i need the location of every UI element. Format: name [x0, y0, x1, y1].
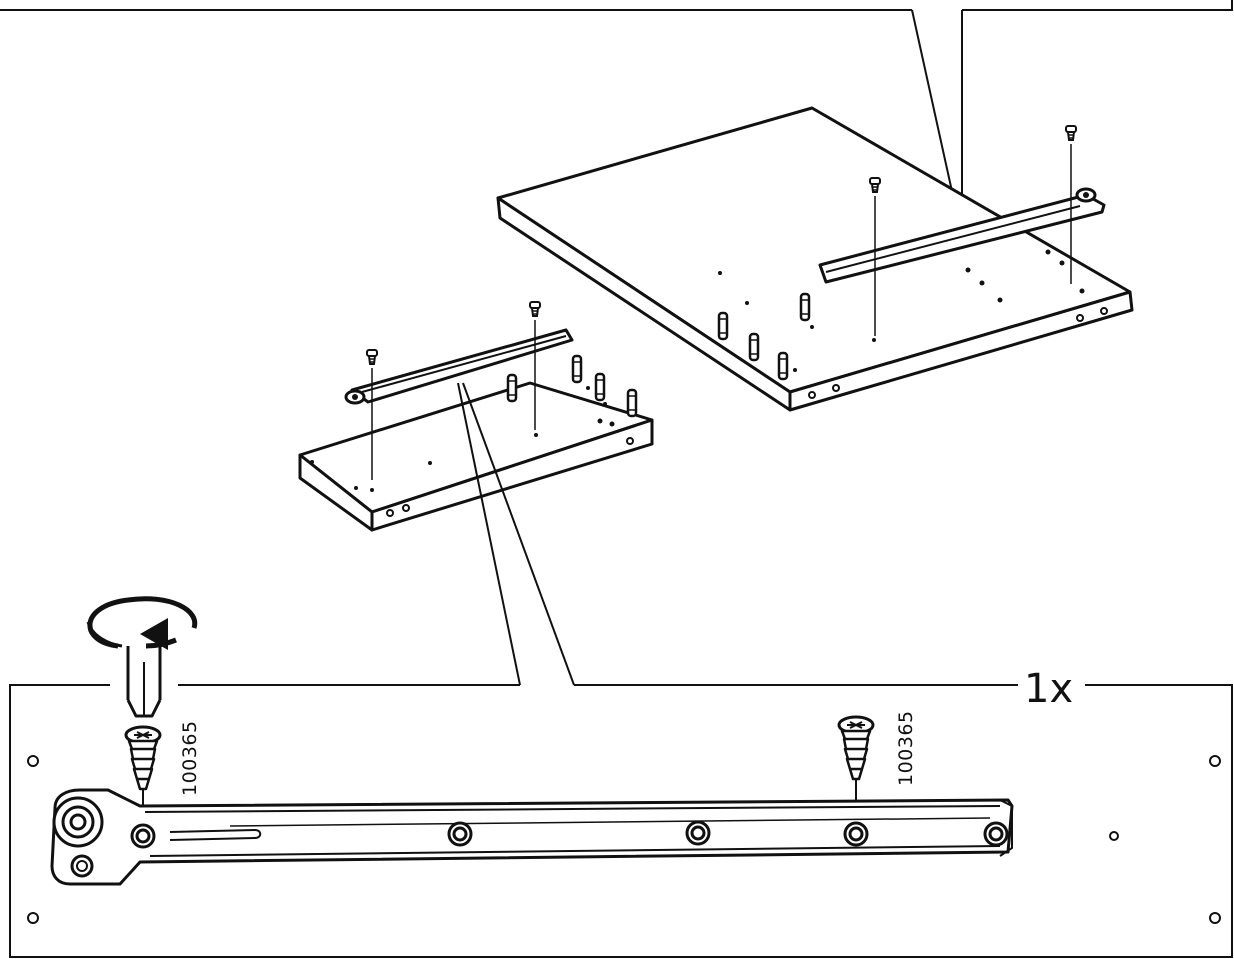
screw-callouts-large-panel	[869, 125, 1077, 336]
large-panel	[496, 106, 1134, 412]
screw-callouts-small-panel	[366, 301, 541, 480]
callout-lines-detail	[457, 382, 575, 686]
small-panel	[298, 381, 654, 532]
part-number-2: 100365	[895, 710, 917, 786]
part-number-1: 100365	[179, 720, 201, 796]
detail-frame: 1x	[9, 666, 1233, 958]
callout-lines-top	[911, 9, 963, 220]
screwdriver-icon	[126, 646, 162, 718]
rotation-arrow-icon	[86, 596, 198, 650]
top-frame-border	[0, 0, 1233, 11]
runner-large-panel	[818, 187, 1106, 284]
drawer-runner-icon	[50, 788, 1014, 886]
quantity-label: 1x	[1024, 666, 1073, 712]
runner-small-panel	[344, 328, 574, 405]
